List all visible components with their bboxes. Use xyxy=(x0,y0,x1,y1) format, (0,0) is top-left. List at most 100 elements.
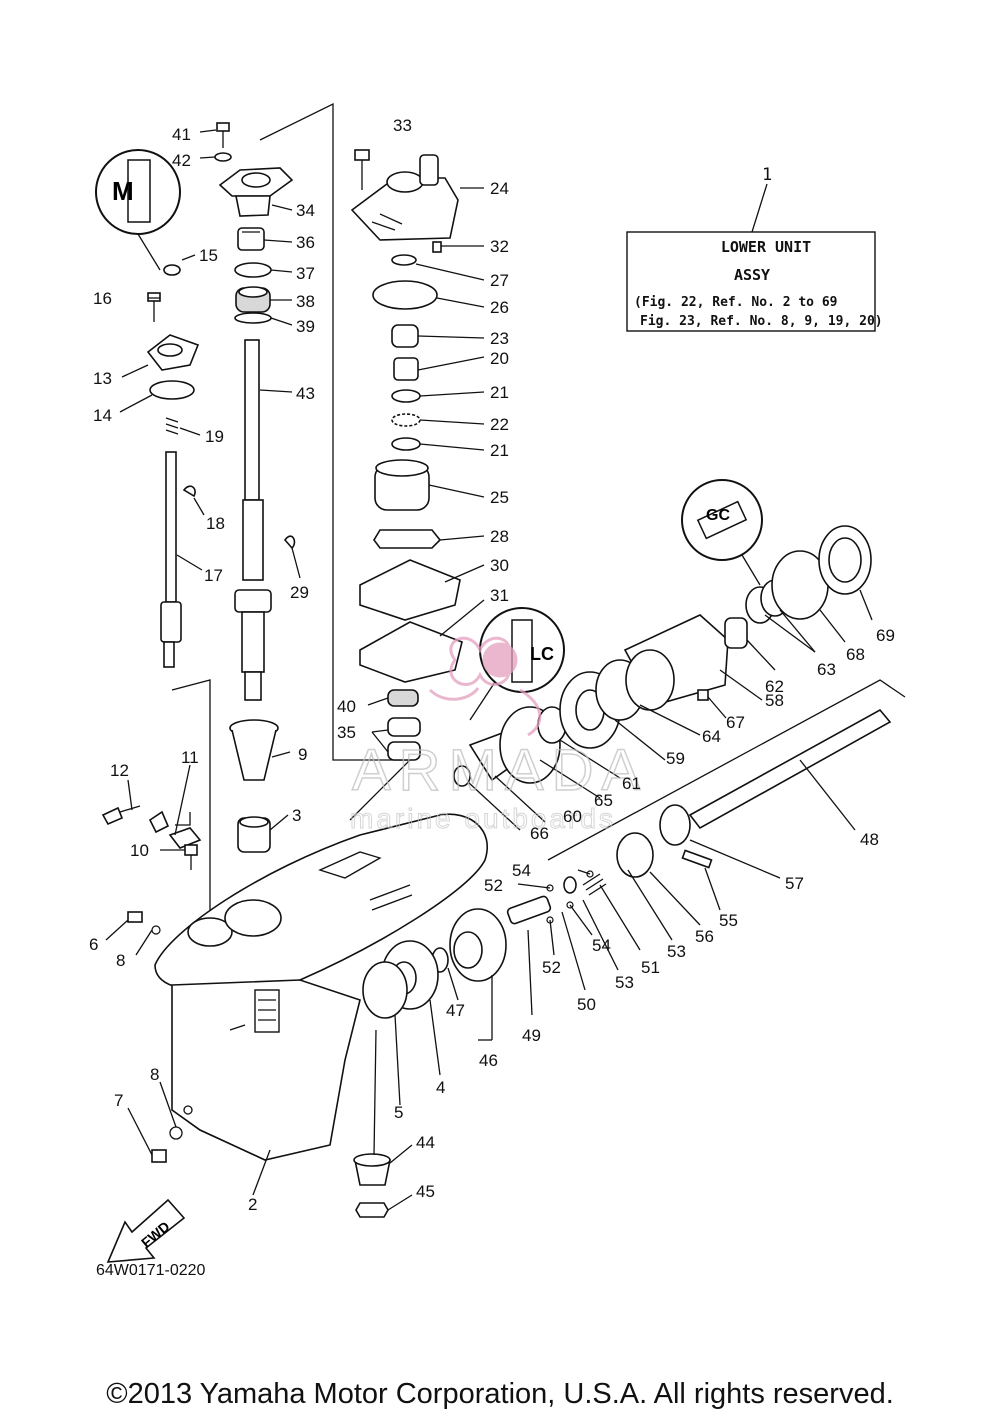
part-15-seal xyxy=(163,264,181,276)
callout-8b: 8 xyxy=(150,1065,159,1084)
part-40-seal xyxy=(387,689,419,707)
part-37-washer xyxy=(234,262,272,278)
callout-58: 58 xyxy=(765,691,784,710)
part-41-bolt xyxy=(216,122,230,148)
callout-59: 59 xyxy=(666,749,685,768)
callout-49: 49 xyxy=(522,1026,541,1045)
note-subtitle: ASSY xyxy=(734,266,770,284)
callout-21b: 21 xyxy=(490,441,509,460)
callout-54a: 54 xyxy=(512,861,531,880)
callout-29: 29 xyxy=(290,583,309,602)
callout-33: 33 xyxy=(393,116,412,135)
callout-14: 14 xyxy=(93,406,112,425)
callout-28: 28 xyxy=(490,527,509,546)
callout-67: 67 xyxy=(726,713,745,732)
part-44-pinion xyxy=(353,1153,391,1186)
callout-25: 25 xyxy=(490,488,509,507)
callout-16: 16 xyxy=(93,289,112,308)
callout-52a: 52 xyxy=(484,876,503,895)
part-39-o-ring xyxy=(234,312,272,324)
callout-53b: 53 xyxy=(615,973,634,992)
callout-18: 18 xyxy=(206,514,225,533)
lc-mark: LC xyxy=(530,644,554,664)
callout-43: 43 xyxy=(296,384,315,403)
part-55-pin xyxy=(681,849,713,869)
watermark-brand: ARMADA xyxy=(352,738,648,803)
callout-52b: 52 xyxy=(542,958,561,977)
part-5-shim xyxy=(362,961,408,1019)
part-10-screw-head xyxy=(168,827,202,849)
part-67-key xyxy=(697,689,709,701)
callout-45: 45 xyxy=(416,1182,435,1201)
part-31-gasket xyxy=(359,621,463,683)
part-11-clip xyxy=(148,810,170,834)
part-6-bolt xyxy=(127,911,143,923)
fwd-arrow: FWD xyxy=(106,1198,186,1263)
callout-23: 23 xyxy=(490,329,509,348)
callout-38: 38 xyxy=(296,292,315,311)
callout-36: 36 xyxy=(296,233,315,252)
callout-20: 20 xyxy=(490,349,509,368)
callout-37: 37 xyxy=(296,264,315,283)
m-mark: M xyxy=(112,176,134,206)
part-16-bolt xyxy=(147,292,161,322)
part-24-pump-housing xyxy=(350,154,459,241)
callout-9: 9 xyxy=(298,745,307,764)
part-35-bearing xyxy=(387,717,421,761)
gc-mark: GC xyxy=(706,507,730,524)
note-line-4: Fig. 23, Ref. No. 8, 9, 19, 20) xyxy=(640,314,883,329)
callout-55: 55 xyxy=(719,911,738,930)
callout-numbers: 2 3 4 5 6 7 8 8 9 10 11 12 13 14 15 16 1… xyxy=(89,116,895,1214)
callout-21a: 21 xyxy=(490,383,509,402)
drive-shaft-stack xyxy=(214,122,296,853)
leader-lines xyxy=(105,129,873,1211)
part-18-circlip xyxy=(182,485,196,498)
watermark: ARMADA marine outboards xyxy=(350,636,648,835)
callout-65: 65 xyxy=(594,791,613,810)
callout-17: 17 xyxy=(204,566,223,585)
callout-39: 39 xyxy=(296,317,315,336)
callout-64: 64 xyxy=(702,727,721,746)
callout-44: 44 xyxy=(416,1133,435,1152)
gearcase-housing xyxy=(154,813,488,1161)
drawing-code: 64W0171-0220 xyxy=(96,1262,206,1279)
part-32-dowel-pin xyxy=(432,241,442,253)
m-grease-detail: M xyxy=(95,149,181,271)
part-69-ring-nut xyxy=(818,525,872,595)
part-53-spring xyxy=(582,873,607,896)
callout-1: 1 xyxy=(762,165,772,185)
callout-62: 62 xyxy=(765,677,784,696)
callout-35: 35 xyxy=(337,723,356,742)
part-46-reverse-gear xyxy=(449,908,507,982)
callout-40: 40 xyxy=(337,697,356,716)
callout-50: 50 xyxy=(577,995,596,1014)
callout-8a: 8 xyxy=(116,951,125,970)
callout-4: 4 xyxy=(436,1078,445,1097)
part-33-bolt xyxy=(354,149,370,190)
callout-51: 51 xyxy=(641,958,660,977)
callout-56: 56 xyxy=(695,927,714,946)
part-13-shift-rod-boot xyxy=(146,334,200,371)
part-30-outer-plate xyxy=(359,559,461,621)
part-21-gasket-b xyxy=(391,437,421,451)
group-boundary-lines xyxy=(171,102,906,930)
part-49-shift-plunger xyxy=(506,895,552,925)
callout-68: 68 xyxy=(846,645,865,664)
callout-10: 10 xyxy=(130,841,149,860)
callout-57: 57 xyxy=(785,874,804,893)
watermark-tagline: marine outboards xyxy=(350,803,616,834)
callout-11: 11 xyxy=(181,748,199,767)
callout-69: 69 xyxy=(876,626,895,645)
part-26-o-ring xyxy=(372,280,438,310)
callout-31: 31 xyxy=(490,586,509,605)
part-11-hook xyxy=(175,812,191,826)
note-title: LOWER UNIT xyxy=(721,238,811,256)
callout-19: 19 xyxy=(205,427,224,446)
assembly-note: 1 LOWER UNIT ASSY (Fig. 22, Ref. No. 2 t… xyxy=(626,165,883,332)
part-3-bushing xyxy=(237,816,271,853)
part-58-propeller-shaft-housing xyxy=(623,614,729,711)
part-8-washer-a xyxy=(151,925,161,935)
callout-60: 60 xyxy=(563,807,582,826)
callout-46: 46 xyxy=(479,1051,498,1070)
callout-34: 34 xyxy=(296,201,315,220)
